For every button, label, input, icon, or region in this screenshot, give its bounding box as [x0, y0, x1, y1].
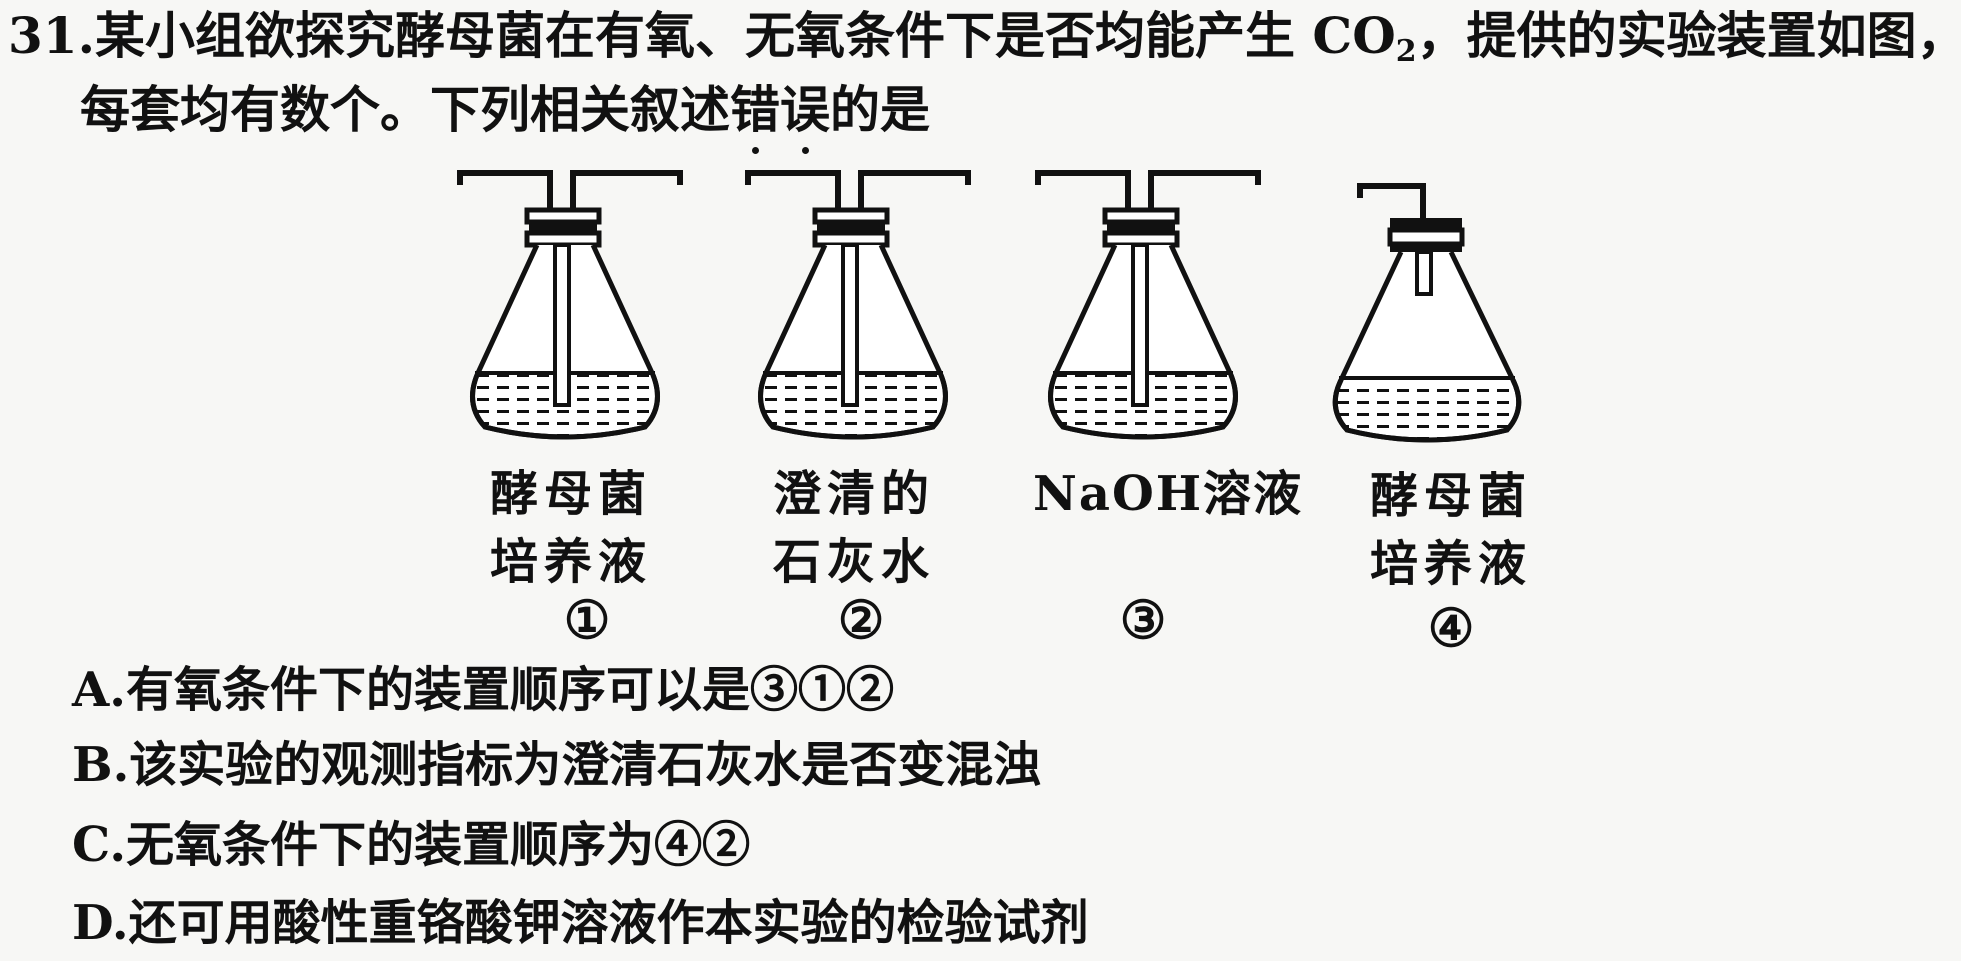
flask-3-label: NaOH溶液 [1033, 460, 1303, 528]
flask-4-label: 酵母菌 培养液 [1370, 462, 1532, 598]
flask-2-number: ② [837, 590, 885, 651]
label-line: 酵母菌 [1370, 468, 1533, 524]
flask-3-number: ③ [1119, 590, 1167, 651]
flask-1-diagram [457, 170, 683, 440]
question-text-continued: ，提供的实验装置如图，且 [1416, 6, 1961, 65]
subscript-2: 2 [1395, 34, 1417, 69]
emphasis-char: 错 [730, 80, 780, 154]
flask-3-diagram [1035, 170, 1261, 440]
flask-1-label: 酵母菌 培养液 [490, 460, 652, 596]
label-line: NaOH溶液 [1033, 466, 1304, 522]
option-a[interactable]: A.有氧条件下的装置顺序可以是③①② [72, 662, 894, 718]
flask-2-label: 澄清的 石灰水 [773, 460, 935, 596]
emphasis-char: 误 [780, 80, 830, 154]
flask-1-number: ① [563, 590, 611, 651]
flask-2-diagram [745, 170, 971, 440]
question-stem-line-1: 31.某小组欲探究酵母菌在有氧、无氧条件下是否均能产生 CO2，提供的实验装置如… [8, 6, 1961, 82]
label-line: 培养液 [1370, 536, 1533, 592]
question-stem-line-2: 每套均有数个。下列相关叙述错误的是 [80, 80, 930, 154]
option-c[interactable]: C.无氧条件下的装置顺序为④② [72, 817, 751, 873]
label-line: 酵母菌 [490, 466, 653, 522]
flask-4-number: ④ [1427, 598, 1475, 659]
label-line: 澄清的 [773, 466, 936, 522]
question-text: 31.某小组欲探究酵母菌在有氧、无氧条件下是否均能产生 CO [8, 6, 1396, 65]
label-line: 培养液 [490, 534, 653, 590]
label-line: 石灰水 [773, 534, 936, 590]
question-text-end: 的是 [830, 80, 930, 139]
option-d[interactable]: D.还可用酸性重铬酸钾溶液作本实验的检验试剂 [72, 895, 1089, 951]
question-text: 每套均有数个。下列相关叙述 [80, 80, 730, 139]
option-b[interactable]: B.该实验的观测指标为澄清石灰水是否变混浊 [72, 737, 1042, 793]
flask-4-diagram [1332, 183, 1522, 443]
